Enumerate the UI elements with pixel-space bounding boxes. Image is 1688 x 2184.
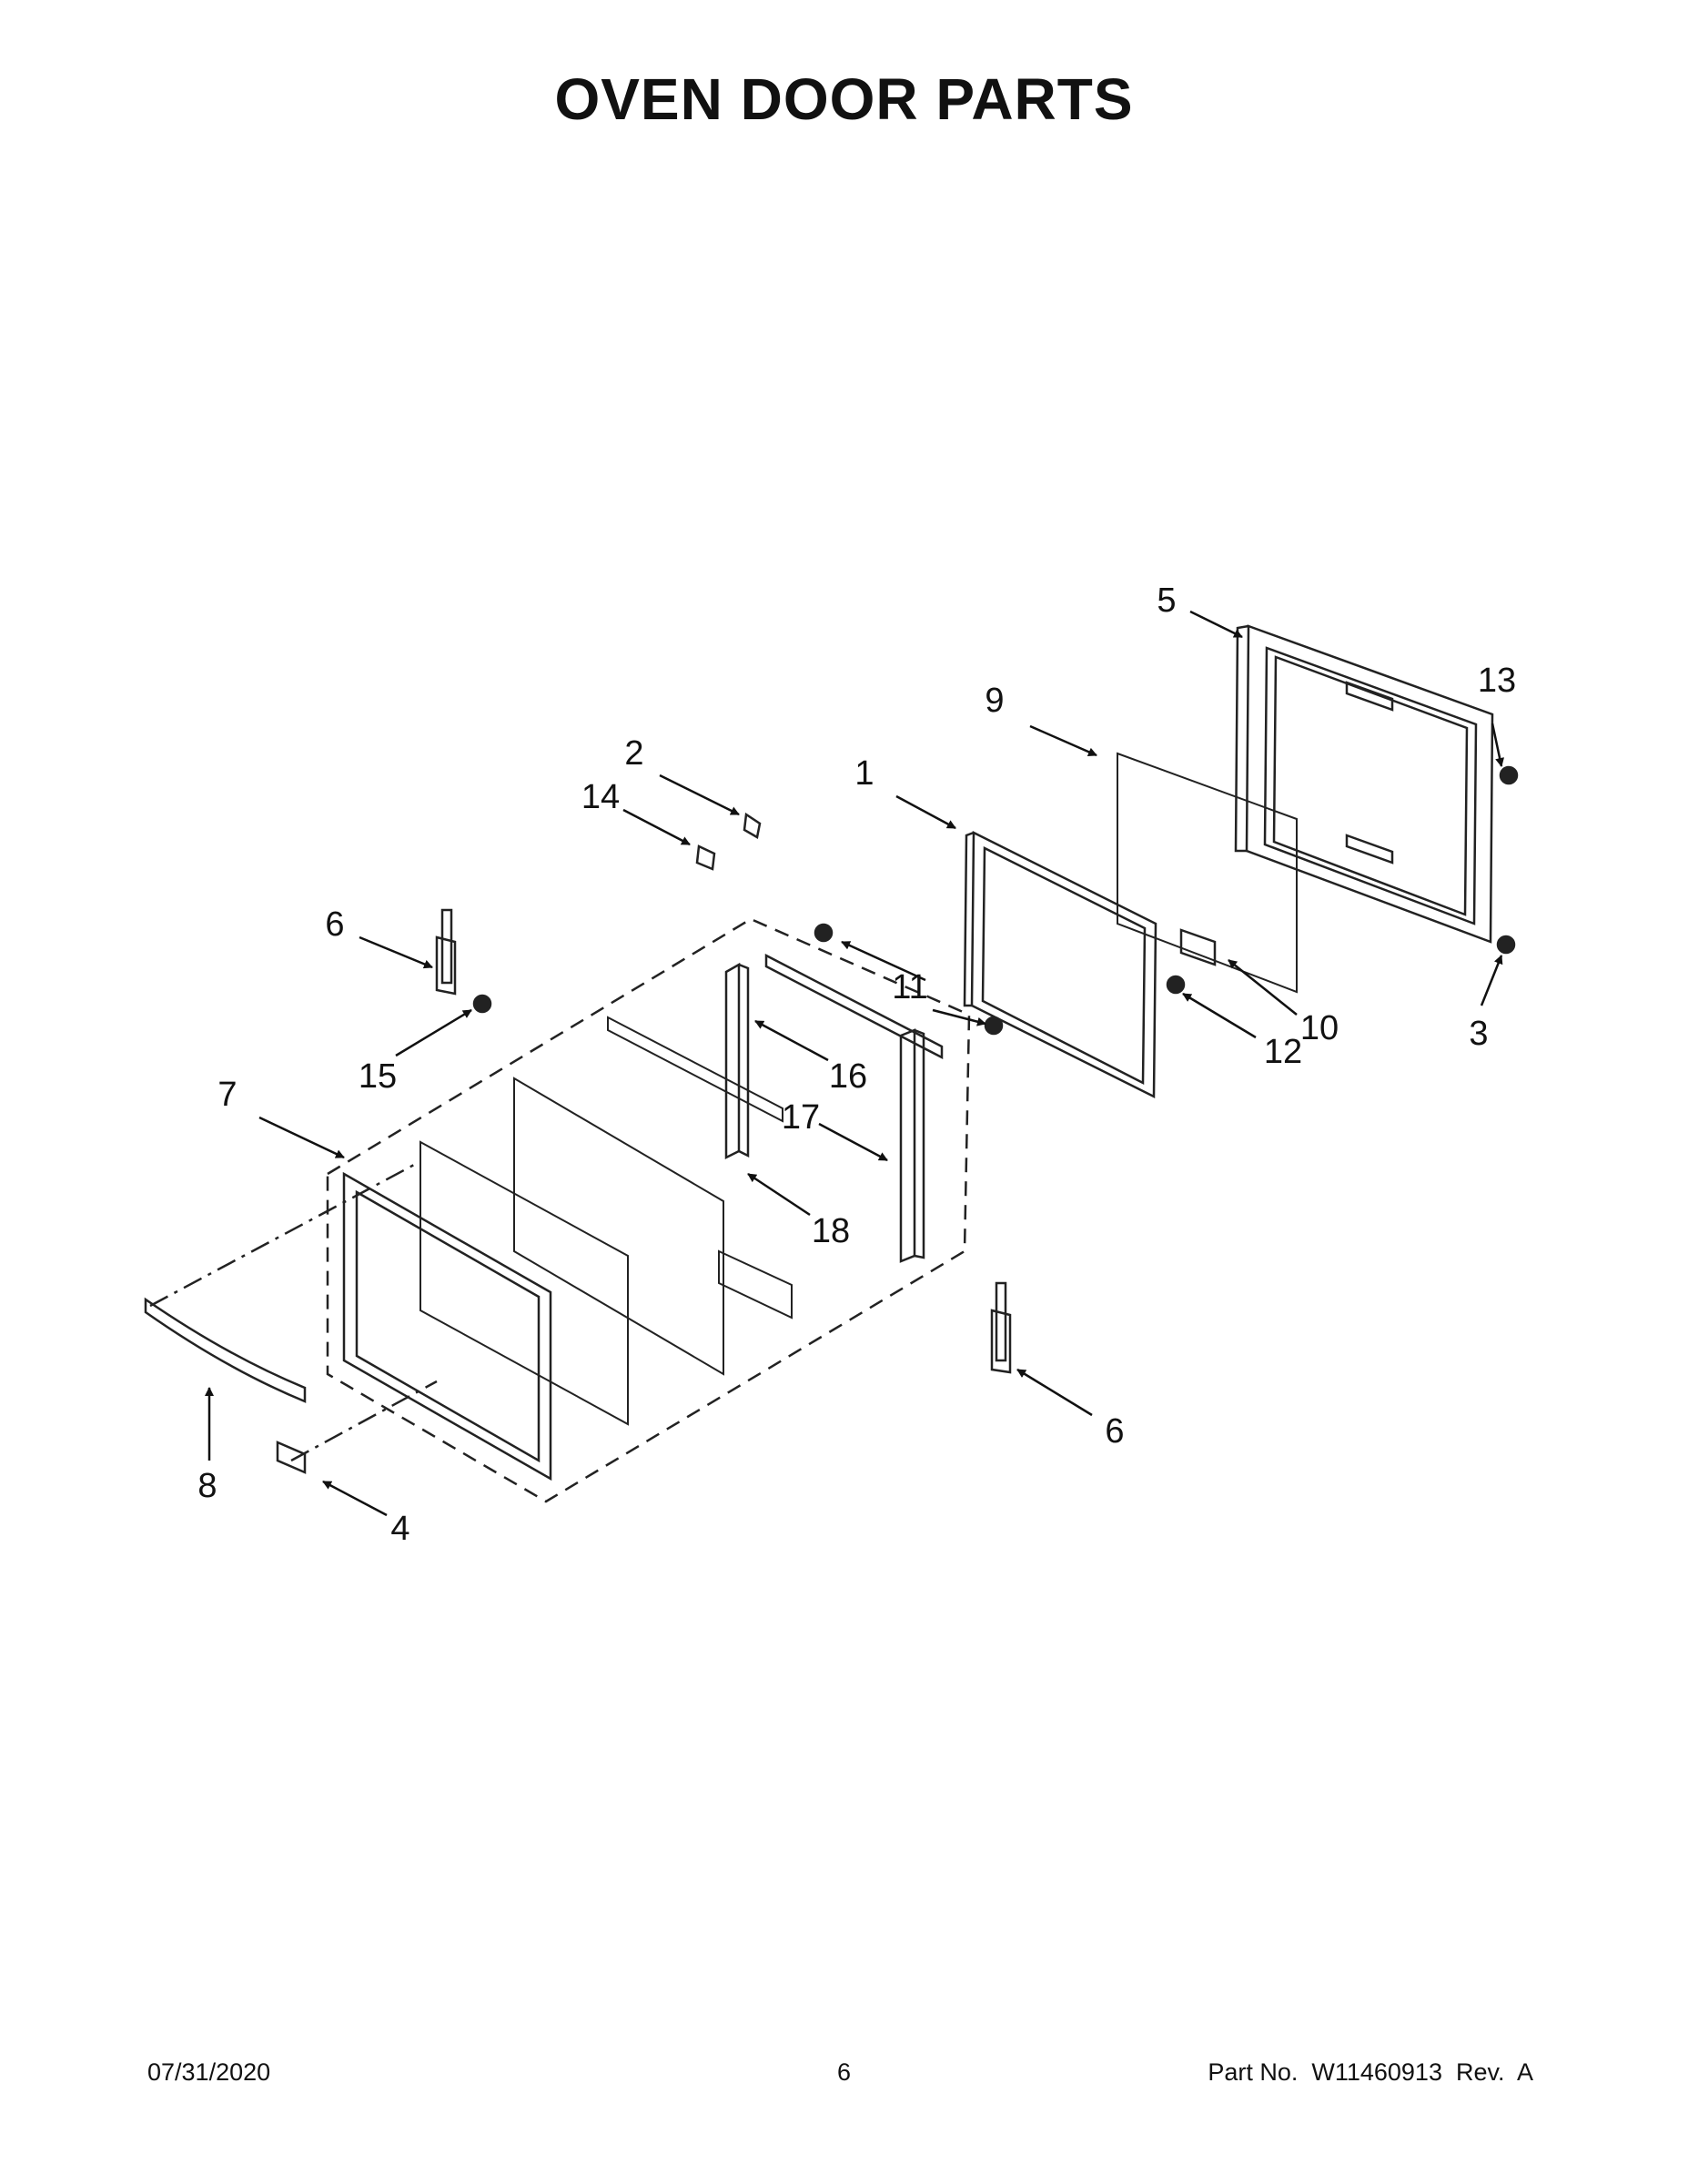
seal-strip-lower: [718, 1249, 793, 1320]
part-17-channel: [899, 1028, 925, 1263]
callout-10: 10: [1300, 1009, 1339, 1047]
part-1-inner-frame: [963, 830, 1157, 1099]
callout-12: 12: [1264, 1033, 1302, 1071]
callout-6-lower: 6: [1105, 1412, 1124, 1451]
footer-page-number: 6: [836, 2058, 852, 2086]
inner-glass-panel: [513, 1077, 724, 1376]
insulation-panel: [419, 1140, 629, 1426]
screw-icon: [472, 765, 1519, 1036]
part-2-clip: [743, 812, 762, 839]
callout-8: 8: [197, 1467, 217, 1505]
part-11-top-channel: [764, 953, 944, 1060]
callout-13: 13: [1478, 662, 1516, 700]
handle-mount-line-upper: [149, 1163, 415, 1308]
part-6-hinge-right: [990, 1281, 1012, 1374]
callout-18: 18: [812, 1212, 850, 1250]
part-8-handle: [144, 1297, 307, 1403]
callout-1: 1: [854, 754, 874, 793]
assembly-outline: [326, 917, 971, 1503]
callout-15: 15: [359, 1057, 397, 1096]
part-6-hinge-left: [435, 908, 457, 996]
part-14-clip: [695, 844, 716, 871]
callout-2: 2: [624, 734, 643, 773]
callout-17: 17: [782, 1098, 820, 1137]
callout-6-upper: 6: [325, 905, 344, 944]
leader-lines: [205, 610, 1505, 1517]
callout-5: 5: [1157, 581, 1176, 620]
part-4-bracket: [276, 1441, 307, 1474]
handle-mount-line-lower: [290, 1380, 438, 1462]
callout-14: 14: [581, 778, 620, 816]
callout-7: 7: [217, 1076, 237, 1114]
callout-16: 16: [829, 1057, 867, 1096]
footer-date: 07/31/2020: [147, 2058, 271, 2086]
part-10-bracket: [1179, 928, 1217, 966]
footer-part-number: Part No. W11460913 Rev. A: [1208, 2058, 1533, 2086]
part-9-glass-panel: [1117, 752, 1298, 994]
part-7-outer-door: [342, 1171, 552, 1481]
callout-labels: 5 13 3 9 1 2 14 6 15 7 8 4 6 11 10 12 16…: [197, 581, 1516, 1548]
part-16-channel: [724, 962, 750, 1160]
part-5-door-frame: [1234, 624, 1494, 944]
callout-9: 9: [985, 682, 1004, 720]
callout-3: 3: [1469, 1015, 1488, 1053]
callout-4: 4: [390, 1510, 409, 1548]
callout-11: 11: [892, 968, 927, 1006]
page-title: OVEN DOOR PARTS: [554, 66, 1134, 132]
seal-strip: [607, 1016, 783, 1123]
